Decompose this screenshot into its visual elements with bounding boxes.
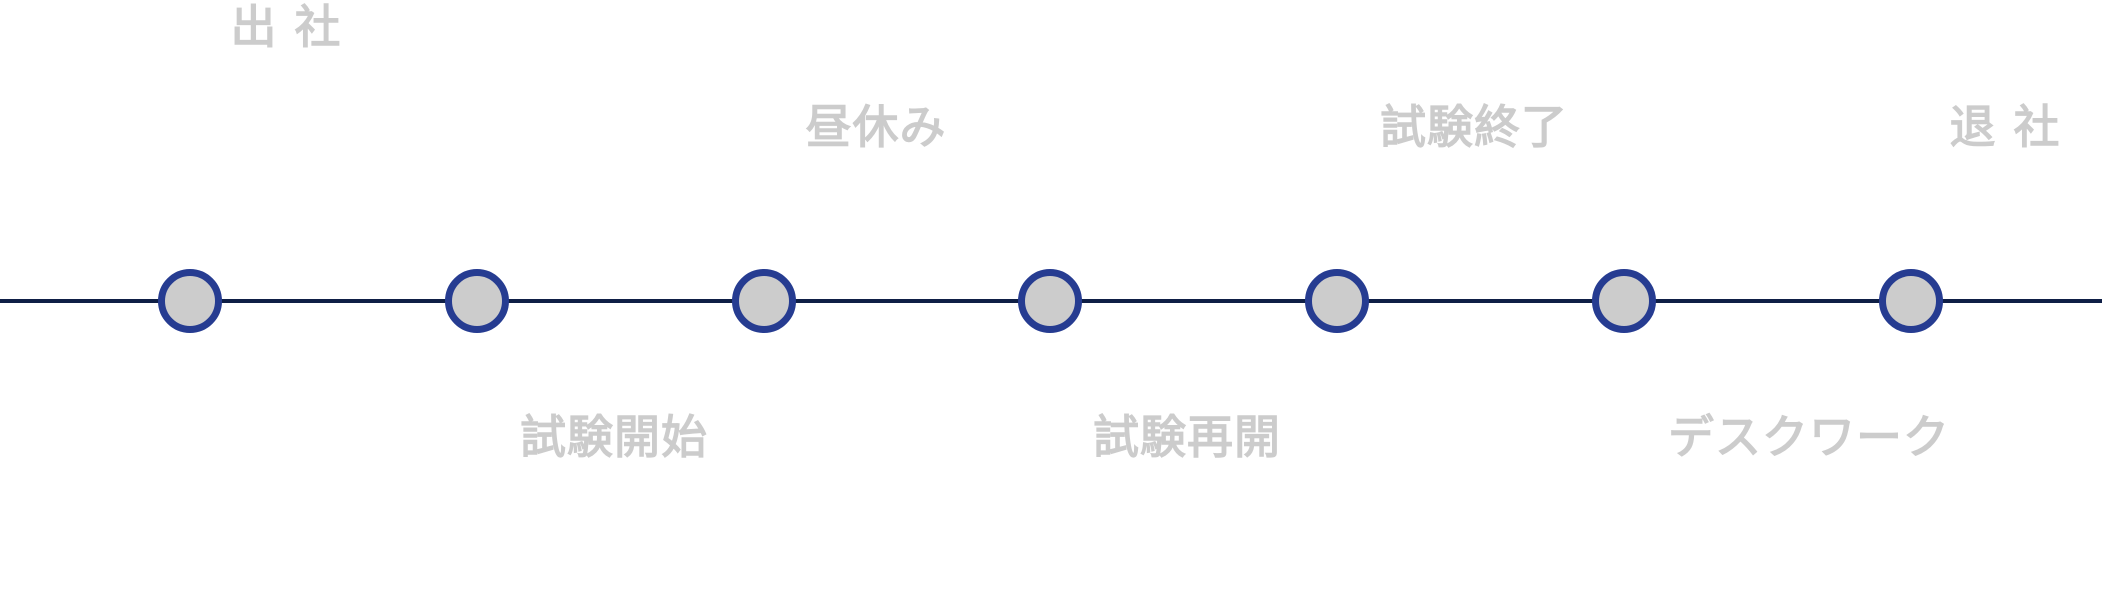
timeline-node-2: [445, 269, 509, 333]
timeline-node-6: [1592, 269, 1656, 333]
timeline-label-3: 昼休み: [805, 100, 947, 154]
timeline-label-4: 試験再開: [1093, 410, 1281, 464]
timeline-node-4: [1018, 269, 1082, 333]
timeline-label-5: 試験終了: [1380, 100, 1568, 154]
timeline-label-6: デスクワーク: [1668, 410, 1950, 464]
timeline-label-2: 試験開始: [520, 410, 708, 464]
timeline-label-7: 退 社: [1949, 100, 2061, 154]
timeline-node-5: [1305, 269, 1369, 333]
timeline-node-7: [1879, 269, 1943, 333]
timeline-node-1: [158, 269, 222, 333]
timeline-label-1: 出 社: [230, 0, 342, 54]
timeline-node-3: [732, 269, 796, 333]
